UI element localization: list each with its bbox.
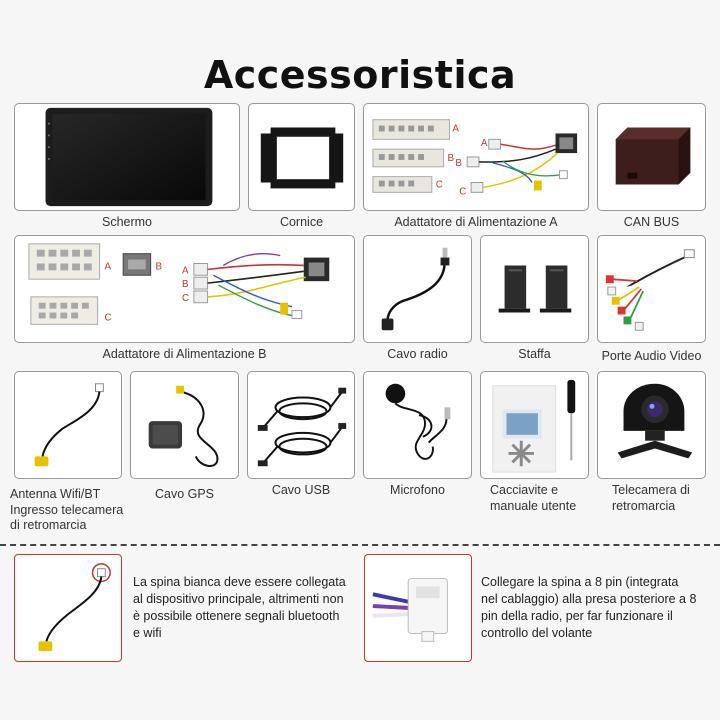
- radio-cable-caption: Cavo radio: [387, 347, 448, 361]
- screwdriver-image: [480, 371, 589, 479]
- section-divider: [0, 544, 720, 546]
- power-adapter-b-image: A B C A B C: [14, 235, 355, 343]
- white-plug-note: La spina bianca deve essere collegata al…: [133, 575, 346, 640]
- label-a: A: [452, 123, 459, 134]
- label-a2: A: [481, 138, 488, 149]
- screen-caption: Schermo: [101, 215, 153, 229]
- label-c: C: [436, 179, 443, 190]
- label-b: B: [448, 153, 455, 164]
- gps-cable-caption: Cavo GPS: [154, 487, 215, 501]
- radio-cable-image: [363, 235, 472, 343]
- av-ports-image: [597, 235, 706, 343]
- antenna-caption: Antenna Wifi/BT Ingresso telecamera di r…: [10, 487, 124, 532]
- label-b-c: C: [105, 312, 112, 323]
- power-adapter-b-caption: Adattatore di Alimentazione B: [102, 347, 267, 361]
- bracket-caption: Staffa: [518, 347, 551, 361]
- power-adapter-a-caption: Adattatore di Alimentazione A: [394, 215, 558, 229]
- microphone-image: [363, 371, 472, 479]
- power-adapter-a-image: A B C A B C: [363, 103, 589, 211]
- label-b-a2: A: [182, 265, 189, 276]
- label-b2: B: [455, 158, 462, 169]
- label-b-a: A: [105, 261, 112, 272]
- gps-cable-image: [130, 371, 239, 479]
- av-ports-caption: Porte Audio Video: [601, 349, 702, 363]
- usb-cable-image: [247, 371, 355, 479]
- frame-caption: Cornice: [279, 215, 324, 229]
- bracket-image: [480, 235, 589, 343]
- usb-cable-caption: Cavo USB: [271, 483, 331, 497]
- white-plug-image: [14, 554, 122, 662]
- page-title: Accessoristica: [203, 53, 517, 97]
- eight-pin-plug-image: [364, 554, 472, 662]
- eight-pin-note: Collegare la spina a 8 pin (integrata ne…: [481, 575, 697, 640]
- canbus-image: [597, 103, 706, 211]
- screwdriver-caption: Cacciavite e manuale utente: [490, 483, 577, 513]
- canbus-caption: CAN BUS: [623, 215, 680, 229]
- label-b-c2: C: [182, 293, 189, 304]
- frame-image: [248, 103, 355, 211]
- label-b-b2: B: [182, 279, 189, 290]
- rear-camera-image: [597, 371, 706, 479]
- microphone-caption: Microfono: [390, 483, 445, 497]
- label-c2: C: [459, 186, 466, 197]
- screen-image: [14, 103, 240, 211]
- label-b-b: B: [156, 261, 163, 272]
- antenna-image: [14, 371, 122, 479]
- rear-camera-caption: Telecamera di retromarcia: [612, 483, 690, 513]
